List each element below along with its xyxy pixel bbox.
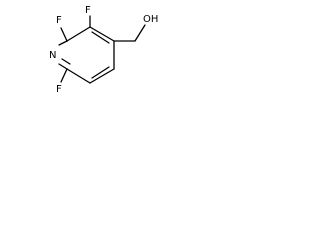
atom-label-fluorine-2: F bbox=[56, 15, 62, 26]
bond-c7-n1 bbox=[58, 63, 68, 70]
bond-c5-c6 bbox=[89, 68, 115, 84]
bond-c6-c7 bbox=[66, 68, 91, 84]
atom-label-fluorine-3: F bbox=[85, 5, 91, 16]
bond-c3-c4 bbox=[89, 26, 115, 42]
bond-c3-c4-inner bbox=[91, 31, 110, 44]
atom-label-fluorine-6: F bbox=[56, 84, 62, 95]
molecule-structure: N F F F OH bbox=[49, 5, 158, 95]
atom-label-hydroxyl: OH bbox=[143, 14, 158, 25]
bond-c2-f bbox=[60, 27, 68, 42]
bond-c2-n1 bbox=[58, 40, 68, 46]
bond-c7-n1-inner bbox=[61, 58, 71, 65]
bond-ch2-o bbox=[134, 24, 146, 42]
bond-c2-c3 bbox=[66, 26, 91, 42]
atom-label-nitrogen: N bbox=[49, 50, 56, 61]
bond-c7-f bbox=[60, 68, 68, 83]
bond-c5-c6-inner bbox=[91, 66, 110, 79]
